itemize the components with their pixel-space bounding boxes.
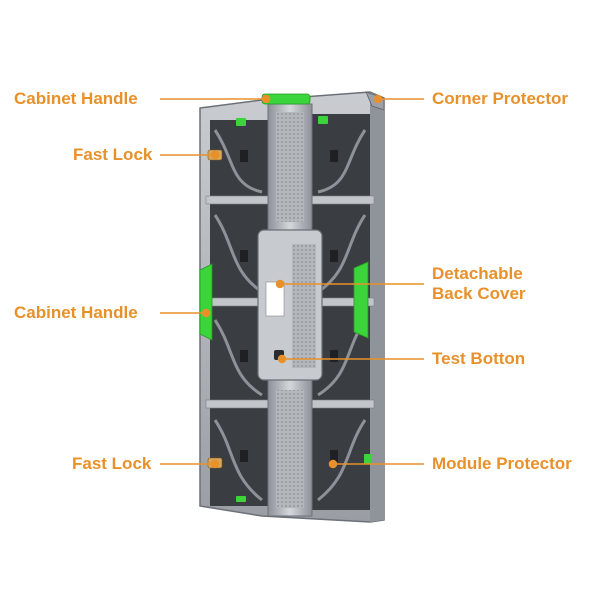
label-module-protector: Module Protector (432, 454, 572, 473)
callout-dot-detachable-back-cover (275, 279, 285, 289)
left-side-handle-shape (199, 263, 213, 341)
spec-sticker (265, 281, 285, 317)
callout-dot-corner-protector (373, 94, 383, 104)
callout-dot-test-button (277, 354, 287, 364)
callout-dot-module-protector (328, 459, 338, 469)
label-cabinet-handle-top: Cabinet Handle (14, 89, 138, 108)
label-test-button: Test Botton (432, 349, 526, 368)
spine-mesh-bottom (276, 390, 304, 508)
label-detachable-back-cover-line2: Back Cover (432, 284, 526, 303)
label-cabinet-handle-side: Cabinet Handle (14, 303, 138, 322)
label-fast-lock-top: Fast Lock (73, 145, 153, 164)
label-detachable-back-cover-line1: Detachable (432, 264, 523, 283)
callout-dot-cabinet-handle-side (201, 308, 211, 318)
callout-lines (160, 94, 424, 469)
callout-dot-fast-lock-bottom (210, 459, 220, 469)
callout-dot-cabinet-handle-top (261, 94, 271, 104)
module-connectors (240, 150, 338, 462)
cabinet-side-edge (370, 92, 384, 522)
back-cover-mesh (292, 244, 316, 368)
label-corner-protector: Corner Protector (432, 89, 569, 108)
callout-dot-fast-lock-top (210, 150, 220, 160)
label-fast-lock-bottom: Fast Lock (72, 454, 152, 473)
module-protector-accents (236, 116, 372, 502)
right-side-handle-shape (353, 261, 369, 339)
spine-mesh-top (276, 112, 304, 222)
